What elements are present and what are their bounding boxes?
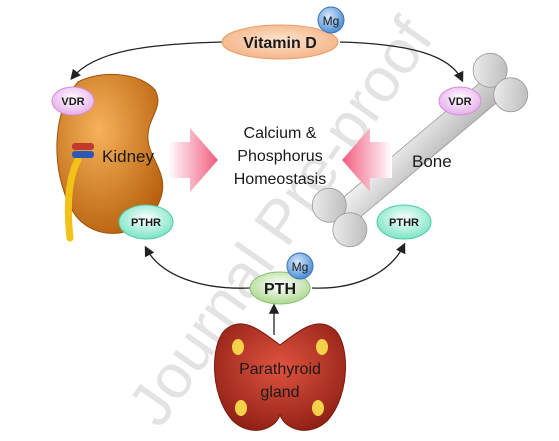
pink-arrow-right <box>168 128 218 192</box>
arc-pth-to-bone <box>311 242 406 289</box>
vitamin-d-label: Vitamin D <box>243 35 317 52</box>
homeostasis-line-1: Calcium & <box>244 125 317 142</box>
pink-arrow-left <box>342 128 392 192</box>
arc-vitamin-d-to-kidney <box>70 41 223 81</box>
mg-top-label: Mg <box>323 14 340 28</box>
vdr-right-label: VDR <box>448 96 471 108</box>
arc-pth-to-kidney <box>144 245 251 289</box>
parathyroid-label: Parathyroid gland <box>239 361 321 401</box>
homeostasis-label: Calcium & Phosphorus Homeostasis <box>234 125 326 188</box>
vdr-left-label: VDR <box>61 96 84 108</box>
pth-label: PTH <box>264 281 296 298</box>
arc-vitamin-d-to-bone <box>339 41 464 83</box>
kidney-label: Kidney <box>102 147 154 166</box>
pthr-left-label: PTHR <box>131 217 161 229</box>
bone-label: Bone <box>412 152 452 171</box>
parathyroid-gland-illustration <box>214 323 346 431</box>
parathyroid-line-2: gland <box>260 384 299 401</box>
kidney-illustration <box>56 73 164 242</box>
mg-top-badge: Mg <box>317 6 345 34</box>
mg-bottom-label: Mg <box>292 260 309 274</box>
pthr-right-label: PTHR <box>389 217 419 229</box>
pthr-right-node: PTHR <box>376 204 432 240</box>
pth-node: PTH <box>249 271 311 305</box>
homeostasis-line-2: Phosphorus <box>237 148 322 165</box>
pthr-left-node: PTHR <box>118 204 174 240</box>
vitamin-d-node: Vitamin D <box>221 24 339 60</box>
mg-bottom-badge: Mg <box>286 252 314 280</box>
vdr-left-node: VDR <box>51 86 95 116</box>
homeostasis-line-3: Homeostasis <box>234 171 326 188</box>
vdr-right-node: VDR <box>438 86 482 116</box>
parathyroid-line-1: Parathyroid <box>239 361 321 378</box>
